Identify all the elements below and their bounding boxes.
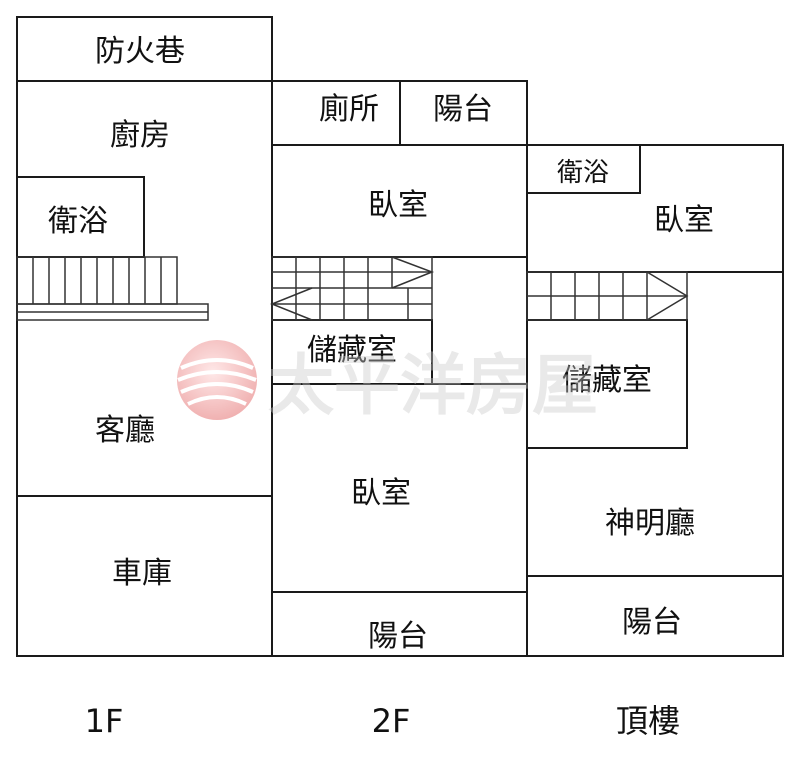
room-label-storage-2f: 儲藏室 [307,333,397,368]
bath-roof-room [526,144,641,194]
stair-1f [16,256,209,321]
room-label-balcony-2f-top: 陽台 [433,92,493,127]
floor-labels: 1F 2F 頂樓 [85,702,680,740]
room-label-garage: 車庫 [112,556,172,591]
middle-2f-room [271,256,528,593]
stair-up-arrow [391,256,435,289]
floor-1f: 防火巷 廚房 衛浴 客廳 車庫 [16,16,273,657]
pacific-realty-logo [177,340,257,420]
floor-label-roof: 頂樓 [616,702,680,740]
floor-label-2f: 2F [372,702,411,740]
room-label-bedroom-roof: 臥室 [654,203,714,238]
room-label-balcony-roof: 陽台 [622,605,682,640]
watermark-text: 太平洋房屋 [268,346,598,424]
room-label-balcony-2f-bottom: 陽台 [368,619,428,654]
room-label-kitchen: 廚房 [110,118,170,153]
room-label-living-room: 客廳 [95,413,155,448]
floor-roof: 衛浴 臥室 儲藏室 神明廳 陽台 [526,144,784,657]
room-label-bath-1f: 衛浴 [48,204,108,239]
stair-down-arrow [269,287,313,321]
floor-2f: 廁所 陽台 臥室 儲藏室 臥室 陽台 [269,80,528,657]
stair-roof-arrow [646,271,689,321]
room-label-bedroom-2f-a: 臥室 [368,188,428,223]
stair-2f [269,256,435,321]
balcony-roof-room [526,575,784,657]
room-label-bedroom-2f-b: 臥室 [351,476,411,511]
floor-label-1f: 1F [85,702,124,740]
watermark: 太平洋房屋 [177,340,598,424]
room-label-storage-roof: 儲藏室 [562,363,652,398]
stair-roof [526,271,689,321]
room-label-shrine-hall: 神明廳 [605,506,695,541]
room-label-toilet-2f: 廁所 [319,92,379,127]
room-label-fire-lane: 防火巷 [95,34,185,69]
room-label-bath-roof: 衛浴 [557,158,609,188]
